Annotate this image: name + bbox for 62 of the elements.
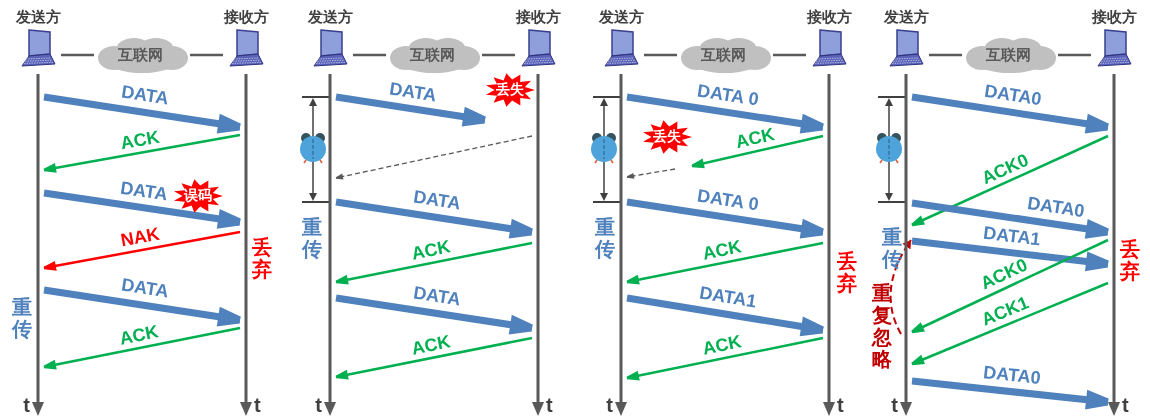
axis-label: t xyxy=(23,394,30,416)
heading: 接收方 xyxy=(515,8,561,26)
connector-line xyxy=(644,53,677,57)
edge-label: DATA xyxy=(119,81,170,109)
axis-label: t xyxy=(837,394,844,416)
annotation-text: 重传 xyxy=(594,216,616,260)
heading: 接收方 xyxy=(806,8,852,26)
annotation-text: 重复忽略 xyxy=(871,282,893,370)
annotation-text: 重传 xyxy=(11,296,33,340)
edge-label: DATA xyxy=(388,78,438,106)
connector-line xyxy=(1058,53,1091,57)
edge-label: ACK xyxy=(701,236,744,264)
edge-label: DATA xyxy=(119,177,170,204)
edge-label: DATA1 xyxy=(697,282,758,312)
heading: 接收方 xyxy=(223,8,269,26)
connector-line xyxy=(773,53,806,57)
edge-label: DATA 0 xyxy=(695,185,760,215)
burst-label: 误码 xyxy=(184,187,212,204)
heading: 发送方 xyxy=(307,8,353,26)
edge-label: DATA0 xyxy=(982,361,1042,388)
cloud-label: 互联网 xyxy=(986,46,1031,64)
edge-label: DATA0 xyxy=(982,80,1043,110)
heading: 发送方 xyxy=(15,8,61,26)
edge-label: DATA1 xyxy=(982,222,1042,249)
edge-label: ACK xyxy=(410,236,453,264)
axis-label: t xyxy=(606,394,613,416)
connector-line xyxy=(929,53,962,57)
edge-label: DATA xyxy=(411,282,462,310)
edge-label: DATA0 xyxy=(1025,193,1086,222)
edge-label: DATA xyxy=(119,274,170,302)
annotation-text: 丢弃 xyxy=(836,250,858,294)
cloud-label: 互联网 xyxy=(118,46,163,64)
edge-label: ACK xyxy=(410,331,453,359)
connector-line xyxy=(190,53,223,57)
edge-label: ACK1 xyxy=(978,292,1032,331)
edge-label: ACK xyxy=(701,331,744,359)
cloud-label: 互联网 xyxy=(410,46,455,64)
burst-label: 丢失 xyxy=(653,128,681,145)
heading: 接收方 xyxy=(1091,8,1137,26)
axis-label: t xyxy=(254,394,261,416)
annotation-text: 丢弃 xyxy=(251,236,273,280)
axis-label: t xyxy=(315,394,322,416)
edge-label: ACK xyxy=(118,321,161,349)
edge-label: ACK xyxy=(733,124,776,153)
edge-label: ACK xyxy=(118,126,161,153)
heading: 发送方 xyxy=(598,8,644,26)
edge-label: ACK0 xyxy=(978,149,1032,188)
axis-label: t xyxy=(546,394,553,416)
heading: 发送方 xyxy=(883,8,929,26)
annotation-text: 丢弃 xyxy=(1119,238,1141,282)
connector-line xyxy=(482,53,515,57)
annotation-text: 重传 xyxy=(881,226,903,270)
edge-label: NAK xyxy=(118,223,161,251)
annotation-text: 重传 xyxy=(301,216,323,260)
burst-label: 丢失 xyxy=(496,81,524,98)
axis-label: t xyxy=(891,394,898,416)
cloud-label: 互联网 xyxy=(701,46,746,64)
axis-label: t xyxy=(1122,394,1129,416)
edge-label: DATA 0 xyxy=(695,80,760,110)
connector-line xyxy=(61,53,94,57)
connector-line xyxy=(353,53,386,57)
edge-label: DATA xyxy=(411,186,462,214)
